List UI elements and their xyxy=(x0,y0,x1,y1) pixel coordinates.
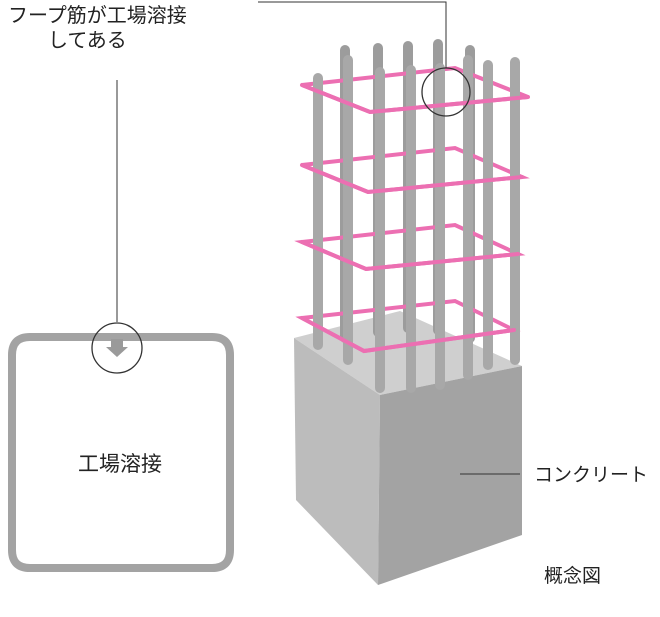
magnifier-circle-icon xyxy=(421,67,471,117)
weld-arrow-icon xyxy=(106,339,128,357)
figure-caption: 概念図 xyxy=(544,564,601,587)
front-rebars xyxy=(313,55,520,393)
hoop-callout-leader xyxy=(258,1,447,68)
hoop-front-edge xyxy=(300,83,530,115)
hoop-front-edge xyxy=(300,163,524,195)
hoop-front-edge xyxy=(300,240,520,272)
hoop-annotation-line2: してある xyxy=(48,28,127,52)
concrete-label: コンクリート xyxy=(534,464,648,486)
hoop-cross-section-ring xyxy=(8,333,234,572)
concrete-front-face xyxy=(378,366,522,585)
rebar-cage xyxy=(294,39,530,393)
hoop-front-edge xyxy=(300,316,516,354)
hoop-front-edges xyxy=(300,83,530,354)
detail-label: 工場溶接 xyxy=(78,452,162,476)
concrete-left-face xyxy=(294,338,380,585)
magnifier-circle-icon xyxy=(91,322,143,374)
weld-detail-section: 工場溶接 xyxy=(8,80,234,572)
hoop-annotation-line1: フープ筋が工場溶接 xyxy=(8,3,187,27)
